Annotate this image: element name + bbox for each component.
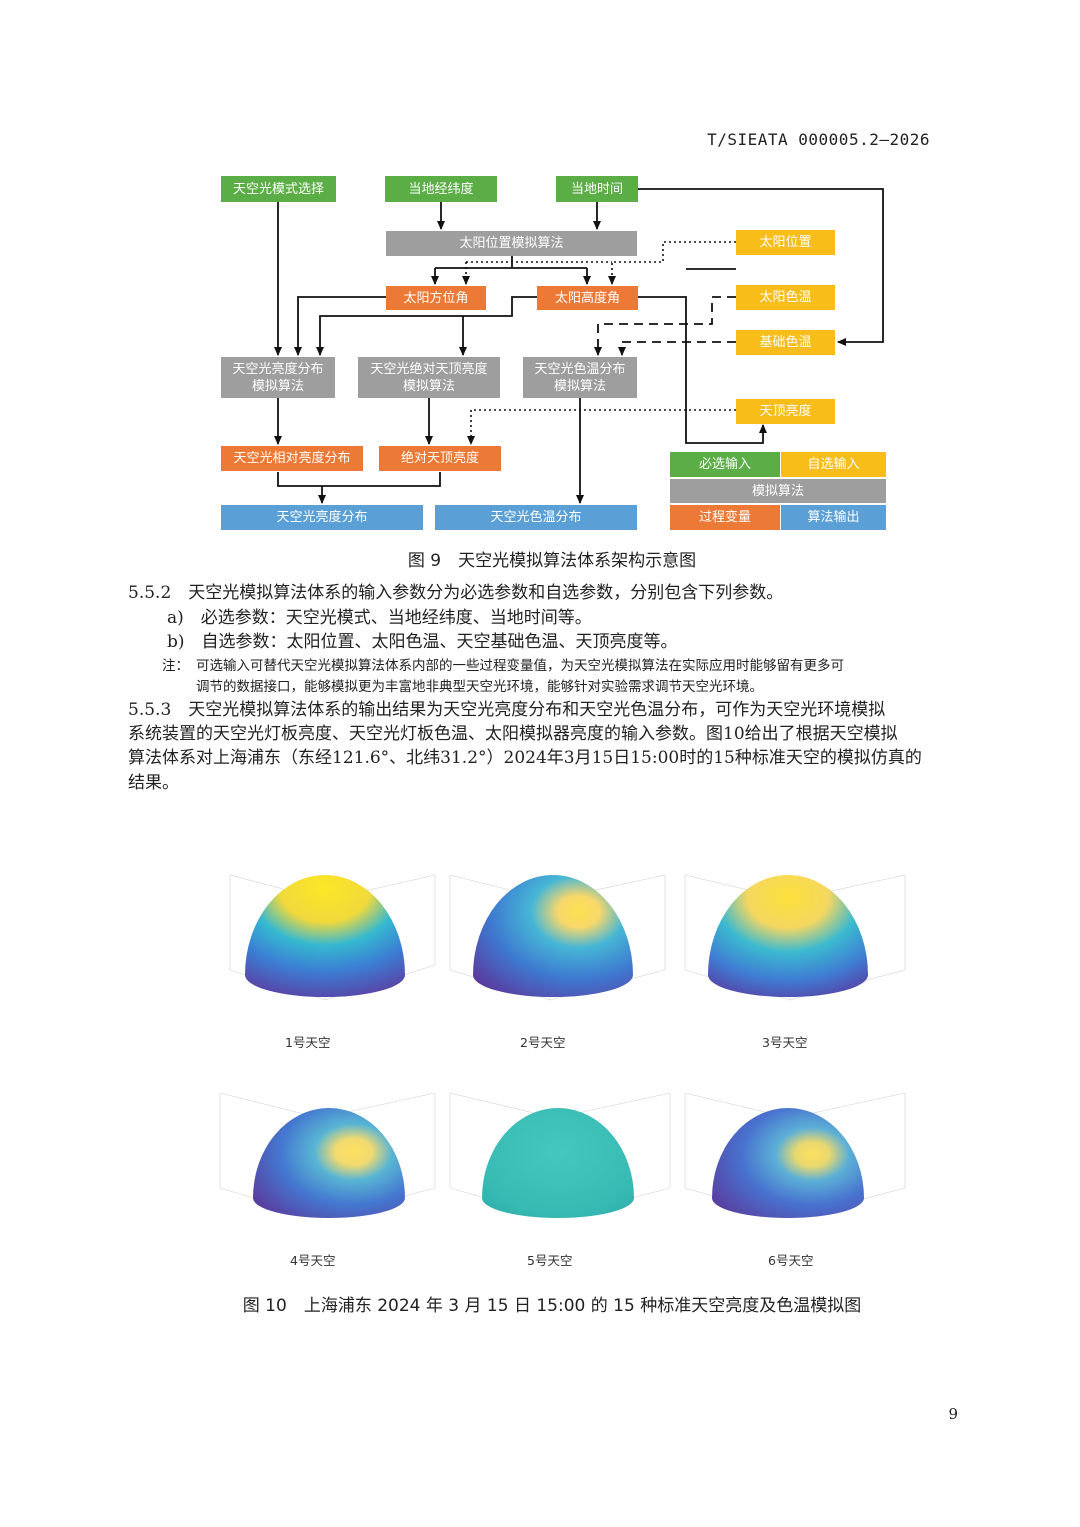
dome-plot-6	[684, 1092, 906, 1219]
list-item-a: a) 必选参数：天空光模式、当地经纬度、当地时间等。	[167, 608, 592, 628]
dome-plot-1	[229, 874, 436, 1001]
paragraph-5-5-3-line-2: 系统装置的天空光灯板亮度、天空光灯板色温、太阳模拟器亮度的输入参数。图10给出了…	[128, 724, 898, 744]
paragraph-5-5-2: 5.5.2 天空光模拟算法体系的输入参数分为必选参数和自选参数，分别包含下列参数…	[128, 583, 784, 603]
label-line-2: 模拟算法	[251, 378, 304, 394]
box-latlon: 当地经纬度	[385, 176, 497, 202]
box-relative-luminance: 天空光相对亮度分布	[221, 446, 363, 471]
label-line-2: 模拟算法	[402, 378, 455, 394]
paragraph-5-5-3-line-4: 结果。	[128, 773, 179, 793]
box-sunpos-algorithm: 太阳位置模拟算法	[386, 231, 637, 256]
box-sun-position: 太阳位置	[736, 230, 835, 255]
legend-output: 算法输出	[781, 505, 886, 530]
sky-label-3: 3号天空	[762, 1035, 808, 1050]
sky-panel-4: 4号天空	[205, 1078, 445, 1278]
sky-label-6: 6号天空	[768, 1253, 814, 1268]
dome-plot-2	[449, 874, 666, 1001]
label-line-1: 天空光色温分布	[534, 361, 626, 377]
note-line-1: 可选输入可替代天空光模拟算法体系内部的一些过程变量值，为天空光模拟算法在实际应用…	[196, 658, 844, 674]
legend-process: 过程变量	[670, 505, 780, 530]
paragraph-5-5-3-line-1: 5.5.3 天空光模拟算法体系的输出结果为天空光亮度分布和天空光色温分布，可作为…	[128, 700, 886, 720]
sky-panel-6: 6号天空	[680, 1078, 920, 1278]
box-luminance-distribution: 天空光亮度分布	[221, 505, 423, 530]
note-label: 注：	[162, 658, 189, 674]
legend-algorithm: 模拟算法	[670, 479, 886, 503]
sky-panel-3: 3号天空	[680, 860, 920, 1060]
figure-9-caption: 图 9 天空光模拟算法体系架构示意图	[407, 551, 697, 571]
box-absolute-zenith: 绝对天顶亮度	[379, 446, 501, 471]
sky-panel-5: 5号天空	[445, 1078, 685, 1278]
label-line-2: 模拟算法	[553, 378, 606, 394]
page-number: 9	[948, 1405, 958, 1423]
box-sun-azimuth: 太阳方位角	[386, 286, 486, 310]
sky-label-4: 4号天空	[290, 1253, 336, 1268]
box-sky-mode: 天空光模式选择	[221, 176, 336, 202]
box-sun-altitude: 太阳高度角	[537, 286, 638, 310]
sky-label-1: 1号天空	[285, 1035, 331, 1050]
document-id: T/SIEATA 000005.2—2026	[707, 130, 930, 149]
box-zenith-luminance: 天顶亮度	[736, 399, 835, 424]
sky-label-5: 5号天空	[527, 1253, 573, 1268]
box-cct-algorithm: 天空光色温分布 模拟算法	[523, 357, 637, 398]
sky-panel-2: 2号天空	[440, 860, 680, 1060]
label-line-1: 天空光亮度分布	[232, 361, 324, 377]
label-line-1: 天空光绝对天顶亮度	[370, 361, 488, 377]
dome-plot-4	[219, 1092, 436, 1219]
box-luminance-algorithm: 天空光亮度分布 模拟算法	[221, 357, 335, 398]
box-local-time: 当地时间	[556, 176, 638, 202]
list-item-b: b) 自选参数：太阳位置、太阳色温、天空基础色温、天顶亮度等。	[167, 632, 678, 652]
box-sun-cct: 太阳色温	[736, 285, 835, 310]
paragraph-5-5-3-line-3: 算法体系对上海浦东（东经121.6°、北纬31.2°）2024年3月15日15:…	[128, 748, 922, 768]
legend-required: 必选输入	[670, 452, 780, 477]
figure-10-caption: 图 10 上海浦东 2024 年 3 月 15 日 15:00 的 15 种标准…	[242, 1296, 862, 1316]
box-base-cct: 基础色温	[736, 330, 835, 355]
dome-plot-5	[449, 1092, 671, 1219]
box-zenith-algorithm: 天空光绝对天顶亮度 模拟算法	[358, 357, 500, 398]
legend-optional: 自选输入	[781, 452, 886, 477]
dome-plot-3	[684, 874, 906, 1001]
note-line-2: 调节的数据接口，能够模拟更为丰富地非典型天空光环境，能够针对实验需求调节天空光环…	[196, 679, 763, 695]
sky-panel-1: 1号天空	[205, 860, 445, 1060]
box-cct-distribution: 天空光色温分布	[435, 505, 637, 530]
sky-label-2: 2号天空	[520, 1035, 566, 1050]
diagram-connectors	[274, 188, 884, 504]
